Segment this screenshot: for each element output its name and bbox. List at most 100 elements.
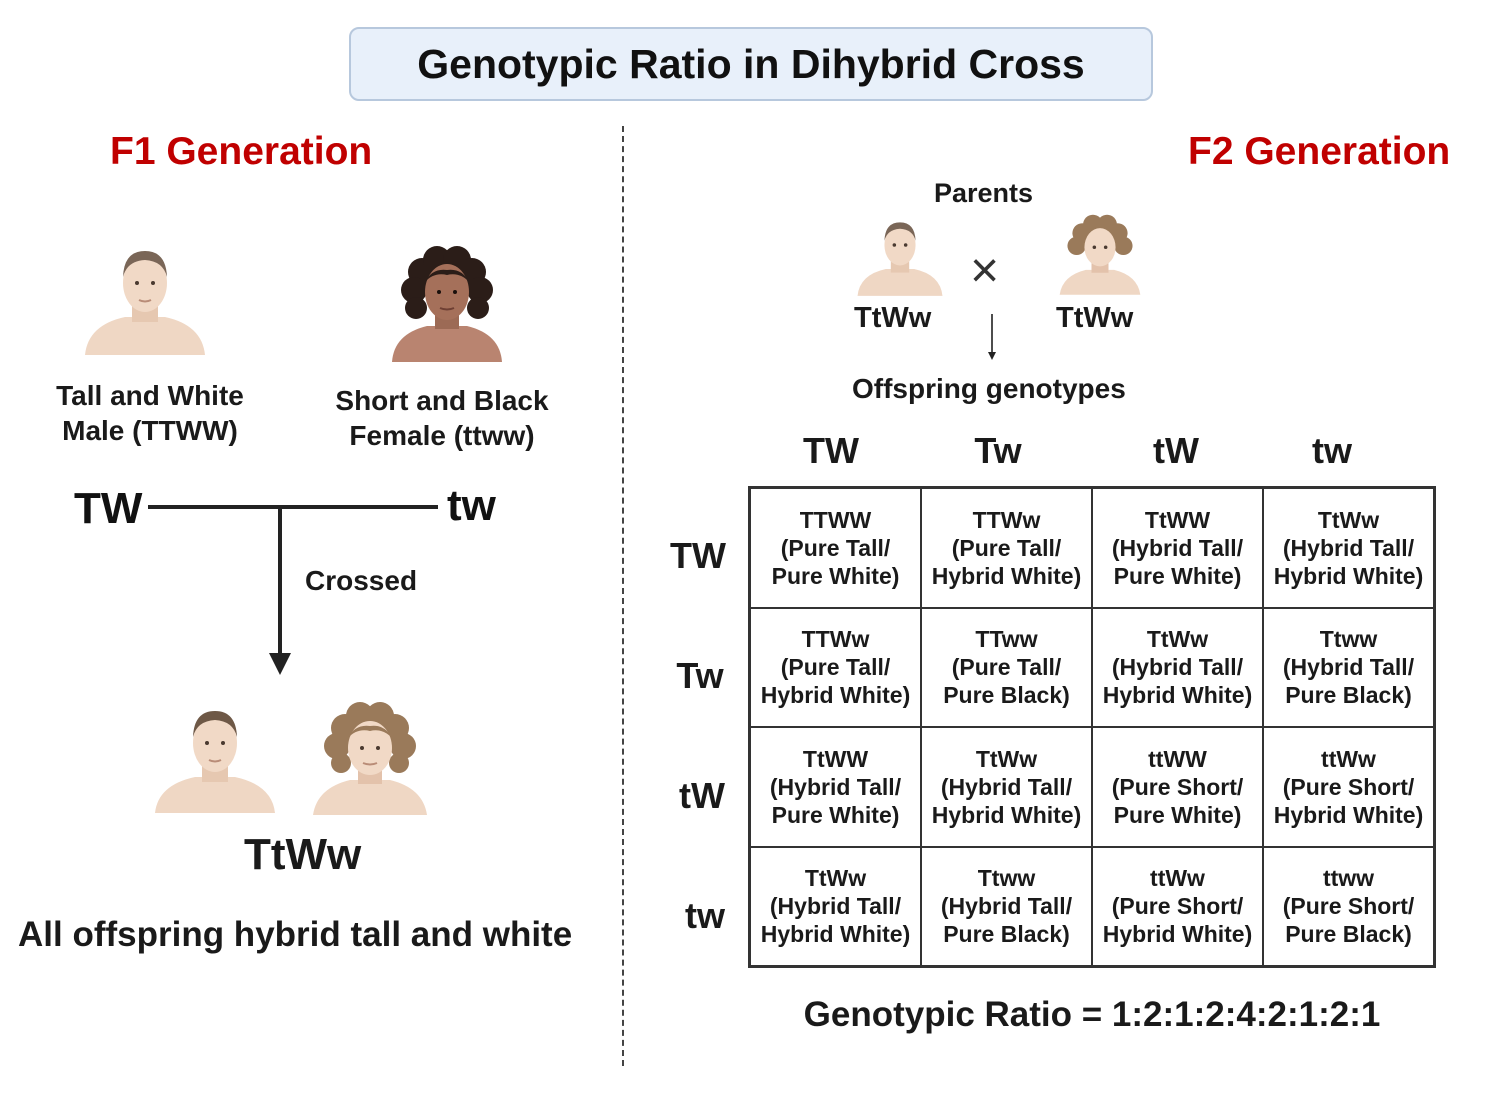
cell-genotype: Ttww (977, 865, 1036, 892)
cell-description: Pure White) (771, 801, 900, 828)
cell-description: Hybrid White) (1273, 801, 1424, 828)
punnett-cell: ttWW(Pure Short/Pure White) (1092, 727, 1263, 847)
punnett-square: TTWW(Pure Tall/Pure White)TTWw(Pure Tall… (748, 486, 1436, 968)
cell-genotype: TTWW (799, 506, 872, 533)
cell-description: Hybrid White) (1102, 682, 1253, 709)
cell-description: Hybrid White) (760, 682, 911, 709)
punnett-cell: TTWw(Pure Tall/Hybrid White) (921, 488, 1092, 608)
male-label-line1: Tall and White (56, 380, 244, 411)
cell-description: (Pure Short/ (1282, 893, 1415, 920)
cell-description: Pure White) (1113, 562, 1242, 589)
parents-label: Parents (934, 178, 1034, 208)
punnett-cell: Ttww(Hybrid Tall/Pure Black) (921, 846, 1092, 966)
cell-description: Hybrid White) (931, 801, 1082, 828)
cell-description: Hybrid White) (931, 562, 1082, 589)
cell-description: (Pure Tall/ (951, 534, 1062, 561)
cell-description: (Pure Tall/ (951, 654, 1062, 681)
cell-description: Pure Black) (1285, 921, 1412, 948)
punnett-cell: TtWw(Hybrid Tall/Hybrid White) (1092, 607, 1263, 727)
cell-description: Pure Black) (943, 921, 1070, 948)
cell-description: Hybrid White) (1102, 921, 1253, 948)
f2-parent1-genotype: TtWw (854, 302, 932, 334)
cell-genotype: Ttww (1319, 626, 1378, 653)
row-header: TW (670, 535, 726, 576)
cell-genotype: TtWW (1144, 506, 1211, 533)
female-parent-label: Short and Black Female (ttww) (322, 383, 562, 453)
cell-description: (Pure Tall/ (780, 654, 891, 681)
punnett-cell: ttWw(Pure Short/Hybrid White) (1263, 727, 1434, 847)
female-parent-icon (392, 246, 502, 362)
row-header: tw (685, 895, 725, 936)
f1-gamete-right: tw (447, 481, 496, 530)
column-header: Tw (974, 430, 1022, 471)
cell-description: (Hybrid Tall/ (940, 893, 1073, 920)
f1-gamete-left: TW (74, 484, 143, 533)
page-title: Genotypic Ratio in Dihybrid Cross (349, 27, 1153, 101)
punnett-cell: TTww(Pure Tall/Pure Black) (921, 607, 1092, 727)
cell-genotype: TtWw (1146, 626, 1209, 653)
column-header: TW (803, 430, 859, 471)
offspring-genotypes-label: Offspring genotypes (852, 373, 1126, 404)
cell-description: (Hybrid Tall/ (769, 773, 902, 800)
punnett-cell: TtWw(Hybrid Tall/Hybrid White) (750, 846, 921, 966)
cell-description: (Hybrid Tall/ (940, 773, 1073, 800)
cell-genotype: ttww (1322, 865, 1375, 892)
female-label-line1: Short and Black (335, 385, 549, 416)
cell-description: (Pure Short/ (1111, 893, 1244, 920)
row-header: Tw (676, 655, 724, 696)
down-arrow-icon (988, 314, 996, 360)
cross-symbol: × (970, 242, 1000, 298)
punnett-cell: Ttww(Hybrid Tall/Pure Black) (1263, 607, 1434, 727)
cell-genotype: TtWw (1317, 506, 1380, 533)
punnett-cell: TTWw(Pure Tall/Hybrid White) (750, 607, 921, 727)
female-label-line2: Female (ttww) (349, 420, 535, 451)
punnett-cell: ttWw(Pure Short/Hybrid White) (1092, 846, 1263, 966)
f1-summary: All offspring hybrid tall and white (18, 915, 573, 954)
cell-description: Pure Black) (1285, 682, 1412, 709)
punnett-cell: TtWW(Hybrid Tall/Pure White) (750, 727, 921, 847)
cell-description: (Pure Short/ (1111, 773, 1244, 800)
cell-description: (Hybrid Tall/ (1111, 654, 1244, 681)
cell-description: Pure White) (1113, 801, 1242, 828)
column-header: tW (1153, 430, 1199, 471)
row-header: tW (679, 775, 725, 816)
cell-description: (Pure Short/ (1282, 773, 1415, 800)
cell-genotype: ttWw (1321, 745, 1376, 772)
punnett-cell: TtWW(Hybrid Tall/Pure White) (1092, 488, 1263, 608)
f2-parent-male-icon (857, 222, 943, 296)
f1-heading: F1 Generation (110, 130, 373, 173)
cell-description: Pure Black) (943, 682, 1070, 709)
male-parent-label: Tall and White Male (TTWW) (30, 378, 270, 448)
cell-description: (Hybrid Tall/ (1282, 534, 1415, 561)
cross-connector (148, 505, 438, 675)
cell-description: Pure White) (771, 562, 900, 589)
punnett-cell: TtWw(Hybrid Tall/Hybrid White) (921, 727, 1092, 847)
cell-genotype: TTWw (801, 626, 870, 653)
punnett-cell: ttww(Pure Short/Pure Black) (1263, 846, 1434, 966)
punnett-cell: TTWW(Pure Tall/Pure White) (750, 488, 921, 608)
column-header: tw (1312, 430, 1352, 471)
cell-description: (Hybrid Tall/ (1111, 534, 1244, 561)
male-label-line2: Male (TTWW) (62, 415, 238, 446)
cell-genotype: TtWw (804, 865, 867, 892)
cell-description: Hybrid White) (1273, 562, 1424, 589)
section-divider (622, 126, 624, 1066)
punnett-cell: TtWw(Hybrid Tall/Hybrid White) (1263, 488, 1434, 608)
cell-genotype: TtWW (802, 745, 869, 772)
cell-description: Hybrid White) (760, 921, 911, 948)
f2-parent2-genotype: TtWw (1056, 302, 1134, 334)
cell-genotype: TtWw (975, 745, 1038, 772)
cell-description: (Pure Tall/ (780, 534, 891, 561)
f2-heading: F2 Generation (1188, 130, 1451, 173)
crossed-label: Crossed (305, 565, 418, 596)
cell-genotype: TTWw (972, 506, 1041, 533)
cell-description: (Hybrid Tall/ (769, 893, 902, 920)
cell-genotype: ttWw (1150, 865, 1205, 892)
offspring-female-icon (313, 702, 427, 815)
f2-parent-female-icon (1059, 214, 1141, 295)
genotypic-ratio: Genotypic Ratio = 1:2:1:2:4:2:1:2:1 (803, 995, 1381, 1034)
cell-genotype: ttWW (1148, 745, 1207, 772)
male-parent-icon (85, 251, 205, 355)
cell-genotype: TTww (975, 626, 1038, 653)
offspring-male-icon (155, 711, 275, 813)
